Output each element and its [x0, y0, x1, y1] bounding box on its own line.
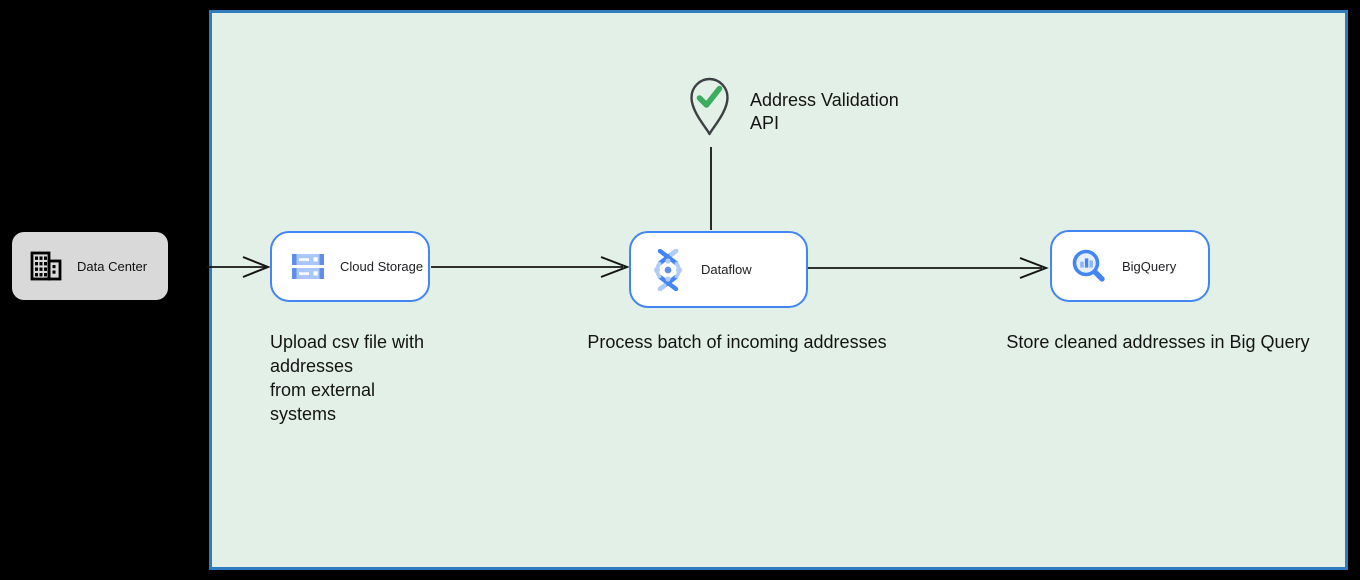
cloud-storage-icon: [291, 253, 325, 280]
node-label: BigQuery: [1122, 258, 1177, 274]
node-label: Data Center: [77, 258, 148, 274]
node-bigquery[interactable]: BigQuery: [1050, 230, 1210, 302]
map-pin-check-icon: [687, 76, 732, 138]
annotation-address-validation-api: Address Validation API: [750, 90, 899, 133]
bigquery-icon: [1071, 248, 1107, 284]
caption-cloud-storage: Upload csv file with addresses from exte…: [270, 332, 425, 424]
building-icon: [29, 250, 63, 282]
dataflow-icon: [650, 248, 686, 291]
node-dataflow[interactable]: Dataflow: [629, 231, 808, 308]
node-label: Cloud Storage: [340, 259, 424, 274]
caption-bigquery: Store cleaned addresses in Big Query: [1006, 332, 1310, 352]
caption-dataflow: Process batch of incoming addresses: [587, 332, 887, 352]
node-label: Dataflow: [701, 262, 752, 277]
node-data-center[interactable]: Data Center: [12, 232, 168, 300]
node-cloud-storage[interactable]: Cloud Storage: [270, 231, 430, 302]
